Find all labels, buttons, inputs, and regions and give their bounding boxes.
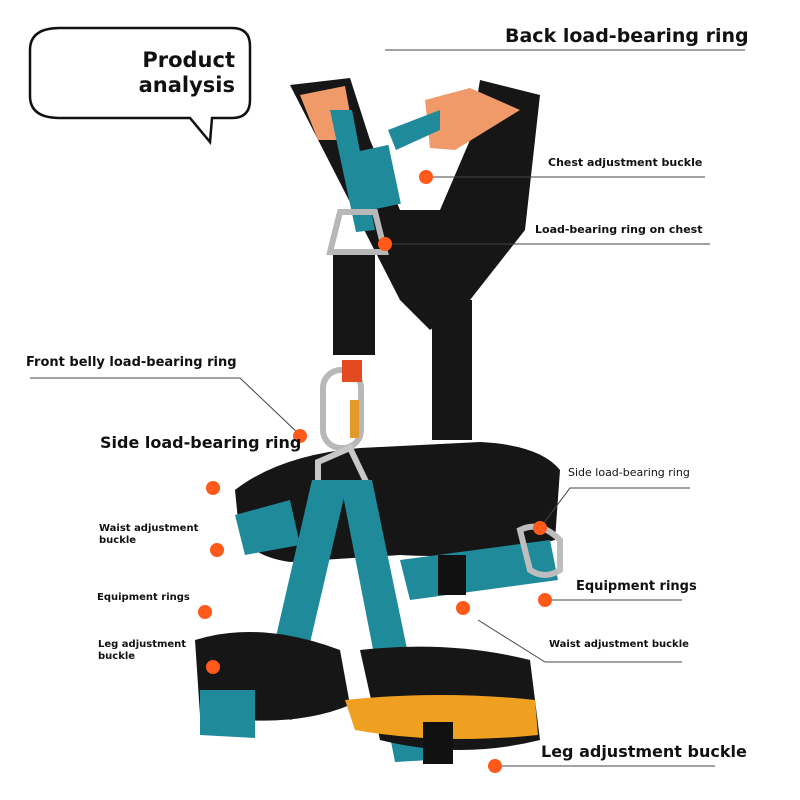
marker-leg-right	[488, 759, 502, 773]
marker-side-left	[206, 481, 220, 495]
waist-buckle	[438, 555, 466, 595]
label-waist-buckle-right: Waist adjustment buckle	[549, 639, 689, 650]
label-equipment-rings-left: Equipment rings	[97, 592, 190, 603]
right-leg-yellow	[345, 695, 538, 739]
markers	[198, 170, 552, 773]
marker-front-belly	[293, 429, 307, 443]
marker-waist-left	[210, 543, 224, 557]
left-shoulder-strap	[330, 110, 375, 232]
label-side-ring-right: Side load-bearing ring	[568, 466, 690, 479]
label-leg-buckle-left-1: Leg adjustment	[98, 639, 187, 650]
marker-equipment-center	[456, 601, 470, 615]
right-shoulder-strap	[388, 110, 440, 150]
marker-leg-left	[206, 660, 220, 674]
marker-equipment-left	[198, 605, 212, 619]
right-shoulder-insert	[425, 88, 520, 150]
speech-bubble	[28, 26, 252, 146]
label-side-ring-left: Side load-bearing ring	[100, 433, 302, 452]
label-front-belly-ring: Front belly load-bearing ring	[26, 355, 237, 370]
bubble-line-1: Product	[142, 48, 235, 72]
marker-side-right	[533, 521, 547, 535]
leg-buckle-right	[423, 722, 453, 764]
label-back-ring: Back load-bearing ring	[505, 25, 749, 47]
carabiner-gate	[350, 400, 359, 438]
label-waist-buckle-left-1: Waist adjustment	[99, 523, 199, 534]
bubble-title: Product analysis	[70, 48, 235, 98]
bubble-line-2: analysis	[138, 73, 235, 98]
back-strap	[432, 300, 472, 440]
label-leg-buckle-left-2: buckle	[98, 651, 136, 662]
marker-chest-buckle	[419, 170, 433, 184]
left-waist-strap	[235, 500, 300, 555]
chest-d-ring	[326, 209, 389, 255]
label-chest-buckle: Chest adjustment buckle	[548, 156, 703, 169]
marker-chest-ring	[378, 237, 392, 251]
carabiner-tag	[342, 360, 362, 382]
chest-webbing	[333, 255, 375, 355]
label-equipment-rings-right: Equipment rings	[576, 579, 697, 594]
chest-strap-teal	[354, 144, 401, 211]
left-leg-buckle-strap	[200, 690, 255, 738]
label-leg-buckle-right: Leg adjustment buckle	[541, 742, 747, 761]
label-waist-buckle-left-2: buckle	[99, 535, 137, 546]
label-chest-ring: Load-bearing ring on chest	[535, 223, 703, 236]
marker-equipment-right	[538, 593, 552, 607]
